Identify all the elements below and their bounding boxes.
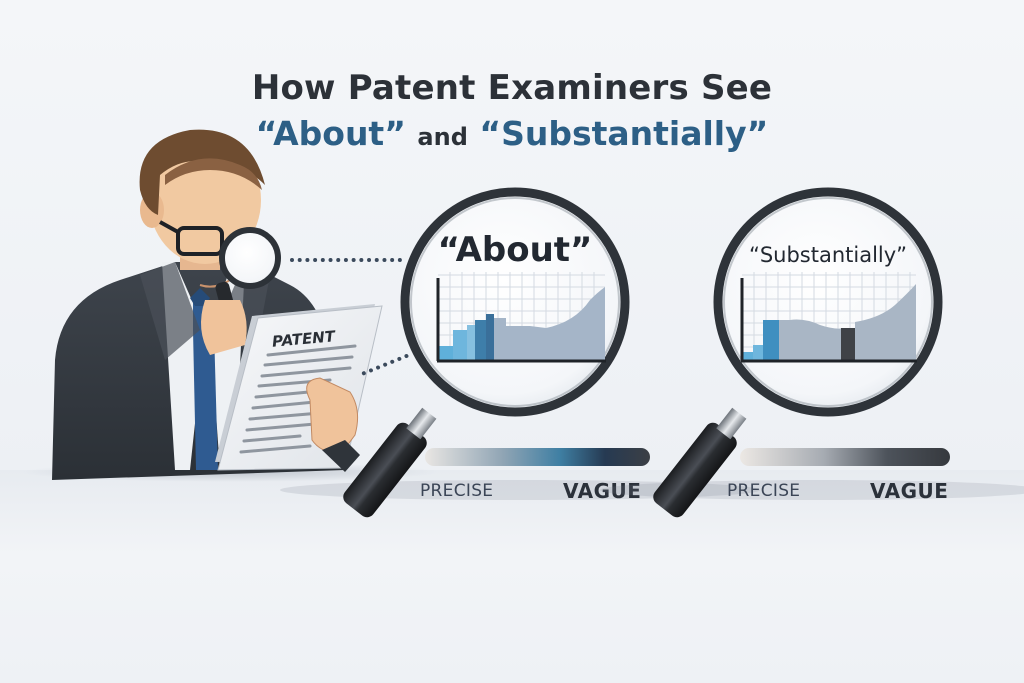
scale-label-vague-substantially: VAGUE [870, 479, 949, 503]
page-subtitle: “About” and “Substantially” [0, 114, 1024, 153]
examiner-magnifier [201, 227, 281, 355]
precision-scale-about [425, 448, 650, 466]
title-connector: and [417, 123, 468, 151]
patent-document [215, 304, 383, 472]
page-title: How Patent Examiners See [251, 68, 773, 108]
scale-label-vague-about: VAGUE [563, 479, 641, 503]
scale-label-precise-substantially: PRECISE [727, 481, 801, 501]
lens-term-substantially: “Substantially” [748, 243, 908, 267]
chart-substantially [740, 272, 917, 363]
lens-term-about: “About” [437, 230, 593, 270]
floor-surface [0, 470, 1024, 683]
chart-about [436, 272, 606, 363]
precision-scale-substantially [740, 448, 950, 466]
title-term-substantially: “Substantially” [479, 114, 769, 153]
scale-label-precise-about: PRECISE [420, 481, 494, 501]
examiner-head [139, 129, 265, 288]
dotted-connector-upper [290, 258, 402, 262]
title-term-about: “About” [255, 114, 406, 153]
